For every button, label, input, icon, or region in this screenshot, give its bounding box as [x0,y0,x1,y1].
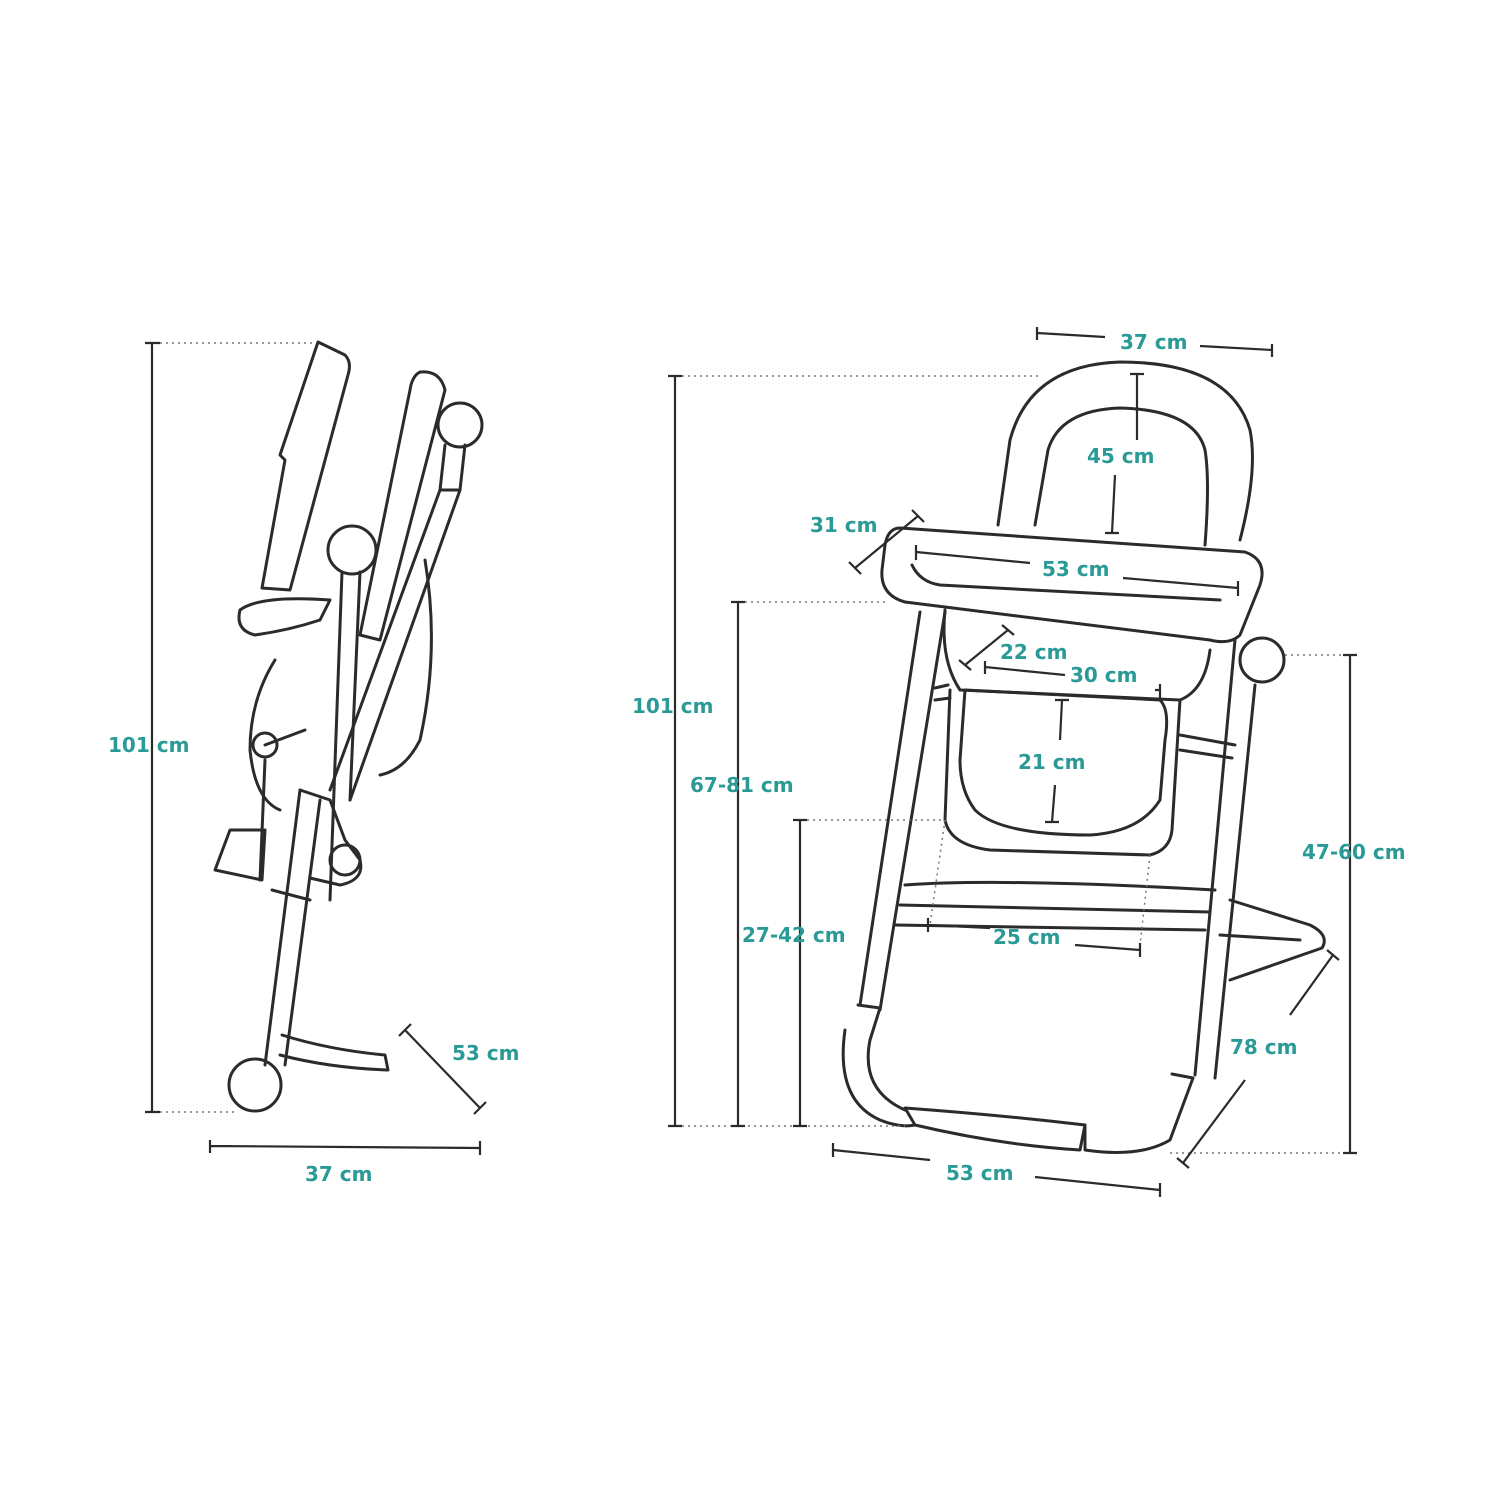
footrest-width-label: 25 cm [993,925,1061,949]
open-dimension-lines [668,327,1357,1197]
seat-width-label: 30 cm [1070,663,1138,687]
folded-depth-label: 53 cm [452,1041,520,1065]
tray-width-label: 53 cm [1042,557,1110,581]
seat-back-label: 21 cm [1018,750,1086,774]
overall-height-label: 101 cm [632,694,713,718]
seat-depth-label: 22 cm [1000,640,1068,664]
base-width-label: 53 cm [946,1161,1014,1185]
folded-chair-drawing [213,340,484,1113]
folded-height-label: 101 cm [108,733,189,757]
footrest-height-label: 27-42 cm [742,923,846,947]
folded-dimension-lines [145,341,487,1155]
armrest-height-label: 47-60 cm [1302,840,1406,864]
folded-width-label: 37 cm [305,1162,373,1186]
backrest-height-label: 45 cm [1087,444,1155,468]
tray-height-label: 67-81 cm [690,773,794,797]
open-chair-drawing [841,360,1326,1154]
tray-depth-label: 31 cm [810,513,878,537]
backrest-width-label: 37 cm [1120,330,1188,354]
base-depth-label: 78 cm [1230,1035,1298,1059]
